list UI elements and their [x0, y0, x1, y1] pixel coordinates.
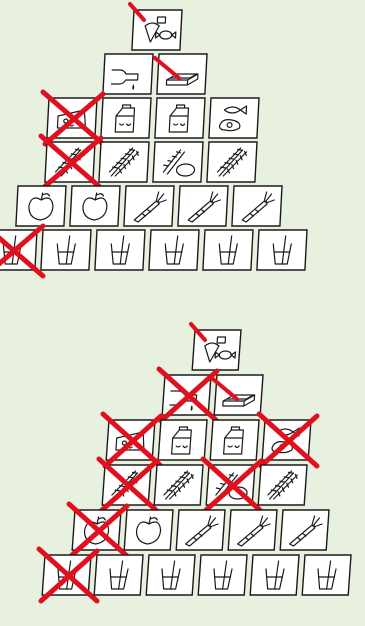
- glass-tile: [149, 230, 199, 270]
- glass-tile: [146, 555, 195, 595]
- glass-tile: [198, 555, 247, 595]
- milk-tile: [101, 98, 151, 138]
- glass-tile: [95, 230, 145, 270]
- apple-tile: [70, 186, 120, 226]
- grain-tile: [258, 465, 307, 505]
- carrot-tile: [178, 186, 228, 226]
- apple-tile: [124, 510, 173, 550]
- butter-tile: [214, 375, 263, 415]
- grain-tile: [99, 142, 149, 182]
- glass-tile: [257, 230, 307, 270]
- glass-tile: [250, 555, 299, 595]
- food-pyramid: [39, 324, 351, 601]
- apple-tile: [16, 186, 66, 226]
- grain-potato-tile: [153, 142, 203, 182]
- glass-tile: [203, 230, 253, 270]
- milk-tile: [155, 98, 205, 138]
- carrot-tile: [232, 186, 282, 226]
- glass-tile: [302, 555, 351, 595]
- carrot-tile: [124, 186, 174, 226]
- grain-tile: [207, 142, 257, 182]
- milk-tile: [210, 420, 259, 460]
- fish-meat-tile: [209, 98, 259, 138]
- glass-tile: [94, 555, 143, 595]
- food-pyramid: [0, 4, 307, 276]
- carrot-tile: [280, 510, 329, 550]
- carrot-tile: [176, 510, 225, 550]
- grain-tile: [154, 465, 203, 505]
- carrot-tile: [228, 510, 277, 550]
- glass-tile: [41, 230, 91, 270]
- milk-tile: [158, 420, 207, 460]
- oil-tile: [103, 54, 153, 94]
- butter-tile: [157, 54, 207, 94]
